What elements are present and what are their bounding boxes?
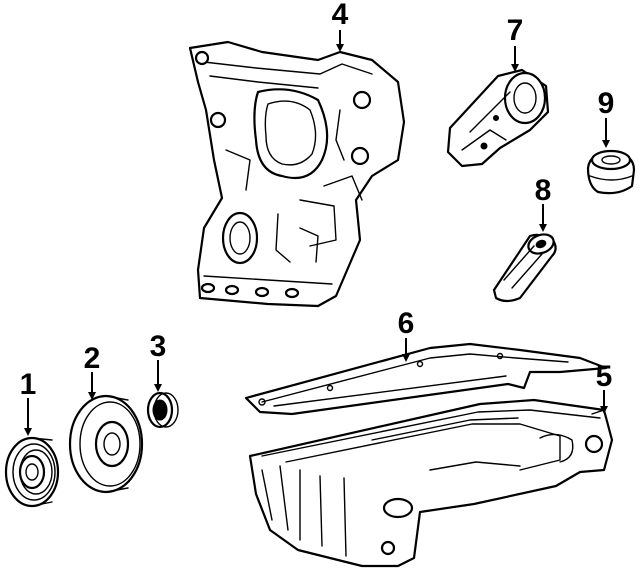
callout-8: 8	[535, 174, 552, 207]
oil-filter-housing	[446, 68, 550, 168]
callout-numbers: 4 7 9 8 6 5 1 2 3	[20, 0, 615, 401]
callout-9: 9	[598, 87, 615, 120]
vibration-damper	[68, 394, 144, 494]
crank-pulley	[4, 436, 60, 508]
callout-5: 5	[596, 360, 613, 393]
oil-pan	[248, 398, 614, 568]
callout-1: 1	[20, 368, 37, 401]
callout-2: 2	[84, 342, 101, 375]
leader-lines	[24, 30, 610, 436]
callout-6: 6	[398, 307, 415, 340]
oil-pan-gasket	[244, 342, 608, 416]
timing-cover	[188, 40, 406, 308]
callout-3: 3	[150, 330, 167, 363]
crank-seal	[146, 391, 179, 429]
callout-7: 7	[507, 14, 524, 47]
filter-cap	[586, 149, 636, 195]
oil-filter-element	[492, 233, 557, 303]
callout-4: 4	[332, 0, 349, 31]
